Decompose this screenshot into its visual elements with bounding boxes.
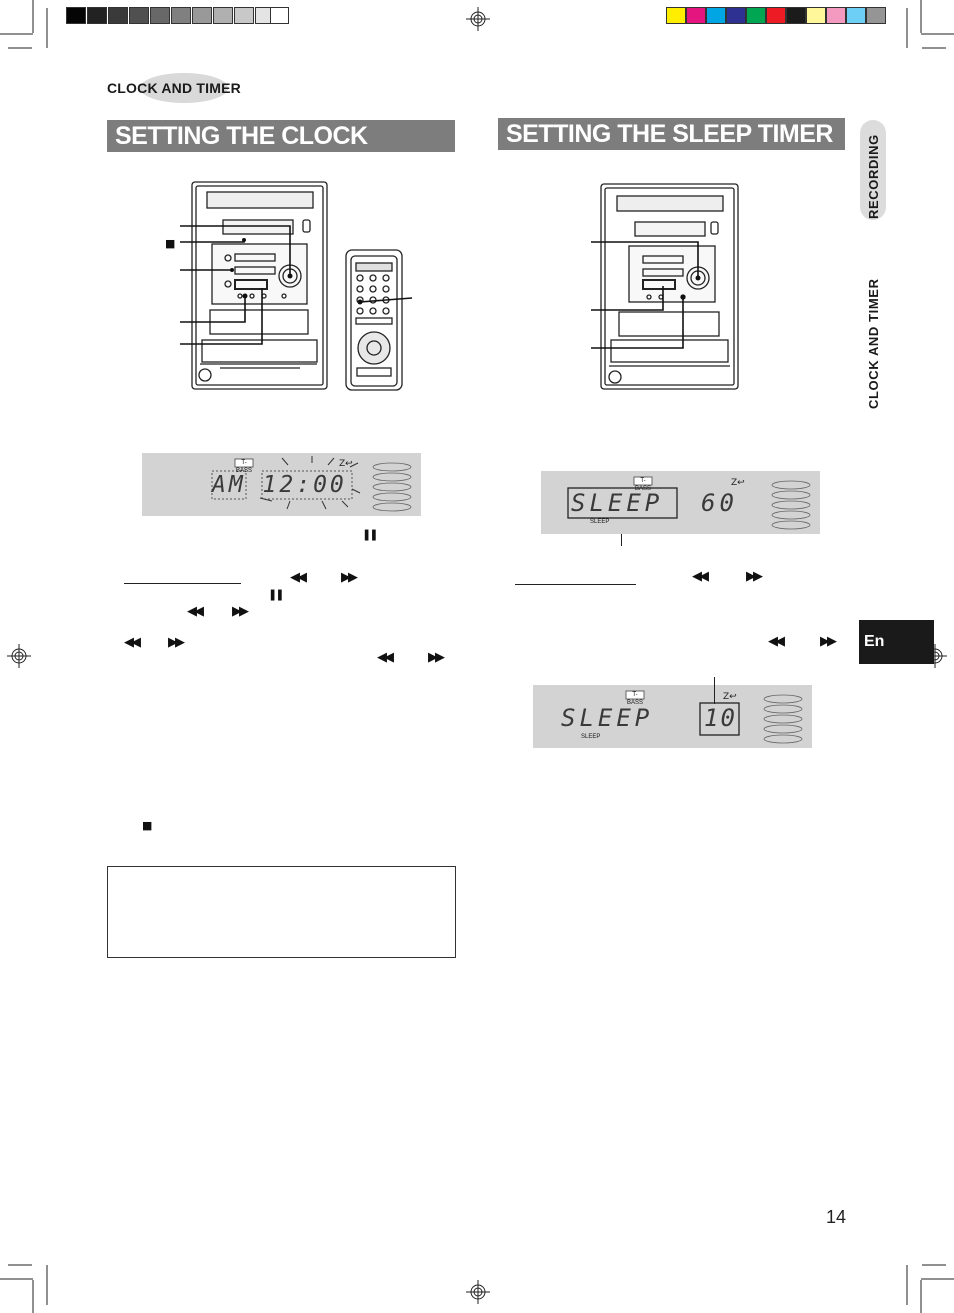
sleep-sub-label: SLEEP bbox=[590, 519, 610, 525]
rewind-icon: ◀◀ bbox=[377, 650, 394, 665]
stop-icon: ■ bbox=[142, 819, 153, 832]
pause-icon: ❚❚ bbox=[362, 528, 379, 541]
clock-display: Z↩ T-BASS AM 12:00 bbox=[142, 453, 421, 516]
sleep-value-pointer bbox=[714, 677, 715, 704]
rewind-icon: ◀◀ bbox=[124, 635, 141, 650]
rewind-icon: ◀◀ bbox=[692, 569, 709, 584]
rewind-icon: ◀◀ bbox=[768, 634, 785, 649]
fast-forward-icon: ▶▶ bbox=[746, 569, 763, 584]
fast-forward-icon: ▶▶ bbox=[428, 650, 445, 665]
sleep-display-60: Z↩ T-BASS SLEEP 60 SLEEP bbox=[541, 471, 820, 534]
fast-forward-icon: ▶▶ bbox=[341, 570, 358, 585]
clock-readout: AM 12:00 bbox=[212, 472, 347, 498]
note-box bbox=[107, 866, 456, 958]
fast-forward-icon: ▶▶ bbox=[820, 634, 837, 649]
svg-text:Z↩: Z↩ bbox=[731, 478, 745, 488]
page-number: 14 bbox=[826, 1207, 847, 1227]
section-label-highlight bbox=[140, 73, 228, 103]
tbass-label: T-BASS bbox=[235, 460, 252, 474]
language-tab: En bbox=[859, 620, 934, 664]
rewind-icon: ◀◀ bbox=[290, 570, 307, 585]
rewind-icon: ◀◀ bbox=[187, 604, 204, 619]
stop-symbol-callout: ■ bbox=[165, 237, 176, 250]
svg-text:Z↩: Z↩ bbox=[723, 692, 737, 702]
tbass-label: T-BASS bbox=[634, 478, 651, 492]
sleep-display-10: Z↩ T-BASS SLEEP 10 SLEEP bbox=[533, 685, 812, 748]
side-tab-clock-and-timer: CLOCK AND TIMER bbox=[866, 278, 881, 409]
sleep-timer-title: SETTING THE SLEEP TIMER bbox=[498, 118, 845, 150]
fast-forward-icon: ▶▶ bbox=[232, 604, 249, 619]
fast-forward-icon: ▶▶ bbox=[168, 635, 185, 650]
sleep-minutes-value: 10 bbox=[704, 704, 737, 732]
recording-tab-bg bbox=[860, 120, 886, 220]
pause-icon: ❚❚ bbox=[268, 588, 285, 601]
tbass-label: T-BASS bbox=[626, 692, 643, 706]
underline-right bbox=[515, 584, 636, 585]
setting-clock-title: SETTING THE CLOCK bbox=[107, 120, 455, 152]
sleep-text: SLEEP bbox=[561, 704, 654, 732]
sleep-unit-illustration bbox=[591, 183, 739, 390]
svg-text:Z↩: Z↩ bbox=[339, 459, 353, 469]
sleep-text: SLEEP bbox=[571, 489, 664, 517]
sleep-sub-label: SLEEP bbox=[581, 734, 601, 740]
side-tab-recording: RECORDING bbox=[866, 134, 881, 219]
section-label: CLOCK AND TIMER bbox=[107, 80, 241, 96]
sleep-minutes-value: 60 bbox=[701, 489, 738, 517]
clock-unit-illustration bbox=[180, 181, 413, 391]
underline-left bbox=[124, 583, 241, 584]
sleep-display-pointer bbox=[621, 534, 622, 546]
